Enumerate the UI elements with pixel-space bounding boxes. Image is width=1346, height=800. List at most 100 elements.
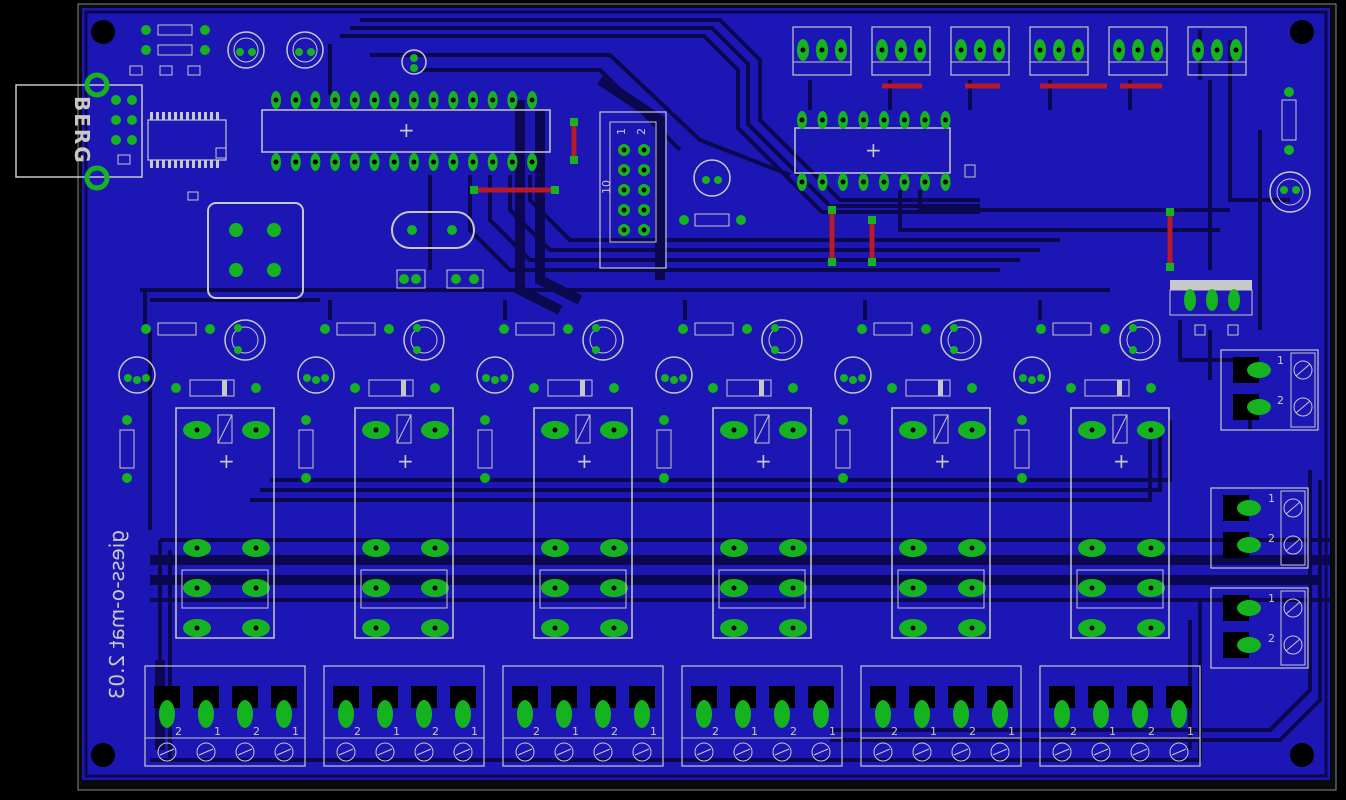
resistor-pad xyxy=(122,473,132,483)
pad xyxy=(377,700,393,728)
screw-head xyxy=(336,742,356,762)
pin-number: 2 xyxy=(969,725,976,738)
drill-hole xyxy=(509,97,515,103)
drill-hole xyxy=(372,97,377,103)
drill-hole xyxy=(641,227,647,233)
screw-head xyxy=(1130,742,1150,762)
terminal-slot xyxy=(193,686,219,708)
drill-hole xyxy=(332,159,338,165)
diode-outline xyxy=(547,379,593,397)
drill-hole xyxy=(731,427,737,433)
drill-hole xyxy=(432,625,438,631)
led-inner xyxy=(947,326,975,354)
push-button xyxy=(207,202,304,299)
drill-hole xyxy=(790,625,796,631)
transistor-pad xyxy=(1037,374,1045,382)
resistor-outline xyxy=(477,429,493,469)
drill-hole xyxy=(799,179,805,185)
pad xyxy=(556,700,572,728)
drill-hole xyxy=(838,47,844,53)
drill-hole xyxy=(917,47,923,53)
screw-slot xyxy=(735,748,751,756)
pin-number: 2 xyxy=(175,725,182,738)
smd-pin xyxy=(204,160,207,168)
resistor-pad xyxy=(742,324,752,334)
transistor-pad xyxy=(670,376,678,384)
terminal-slot xyxy=(1166,686,1192,708)
drill-hole xyxy=(529,159,535,165)
cap-outline xyxy=(396,269,426,289)
smd-pin xyxy=(210,160,213,168)
pin-number: 1 xyxy=(1109,725,1116,738)
resistor-pad xyxy=(384,324,394,334)
pad xyxy=(992,700,1008,728)
smd-pin xyxy=(204,112,207,120)
drill-hole xyxy=(902,117,907,123)
pad xyxy=(696,700,712,728)
crystal-pad xyxy=(407,225,417,235)
smd-pin xyxy=(150,112,153,120)
pad xyxy=(634,700,650,728)
pin-number: 1 xyxy=(930,725,937,738)
drill-hole xyxy=(450,159,456,165)
resistor-pad xyxy=(141,324,151,334)
diode-outline xyxy=(189,379,235,397)
header-inner xyxy=(609,121,657,243)
diode-band xyxy=(938,380,943,396)
drill-hole xyxy=(861,179,866,185)
silk-version: giess-o-mat 2.03 xyxy=(105,530,129,699)
resistor-pad xyxy=(122,415,132,425)
led-pad xyxy=(413,346,421,354)
drill-hole xyxy=(922,117,928,123)
smd-pads xyxy=(117,65,1239,336)
terminal-outline xyxy=(1187,26,1247,76)
pin-number: 1 xyxy=(1187,725,1194,738)
resistor-pad xyxy=(480,415,490,425)
drill-hole xyxy=(881,179,887,185)
screw-slot xyxy=(634,748,650,756)
terminal-slot xyxy=(691,686,717,708)
relay-coil xyxy=(396,414,412,444)
screw-head xyxy=(453,742,473,762)
drill-hole xyxy=(840,117,846,123)
trace-layer xyxy=(140,18,1330,762)
drill-hole xyxy=(470,97,476,103)
screw-head xyxy=(196,742,216,762)
drill-hole xyxy=(1089,625,1095,631)
drill-hole xyxy=(1056,47,1062,53)
drill-hole xyxy=(273,159,279,165)
led-outline xyxy=(761,319,803,361)
smd-pin xyxy=(162,112,165,120)
led-pad xyxy=(950,324,958,332)
drill-hole xyxy=(552,625,558,631)
drill-hole xyxy=(373,585,379,591)
pin-number: 1 xyxy=(292,725,299,738)
drill-hole xyxy=(194,427,200,433)
led-pad xyxy=(234,346,242,354)
drill-hole xyxy=(969,545,975,551)
resistor-pad xyxy=(921,324,931,334)
screw-head xyxy=(235,742,255,762)
led-pad xyxy=(950,346,958,354)
drill-hole xyxy=(470,159,476,165)
transistor-pad xyxy=(849,376,857,384)
screw-head xyxy=(554,742,574,762)
drill-hole xyxy=(1214,47,1220,53)
drill-hole xyxy=(1233,47,1239,53)
screw-head xyxy=(1052,742,1072,762)
terminal-outline xyxy=(1039,665,1201,767)
regulator-pad xyxy=(1206,289,1218,311)
mounting-hole xyxy=(91,20,115,44)
drill-hole xyxy=(861,117,866,123)
pad xyxy=(338,700,354,728)
screw-slot xyxy=(992,748,1008,756)
diode-pad xyxy=(1146,383,1156,393)
screw-head xyxy=(990,742,1010,762)
drill-hole xyxy=(910,427,916,433)
pin-number: 2 xyxy=(790,725,797,738)
smd-pin xyxy=(162,160,165,168)
screw-head xyxy=(414,742,434,762)
pin-number: 2 xyxy=(1268,632,1275,645)
led-outline xyxy=(940,319,982,361)
terminal-slot xyxy=(987,686,1013,708)
